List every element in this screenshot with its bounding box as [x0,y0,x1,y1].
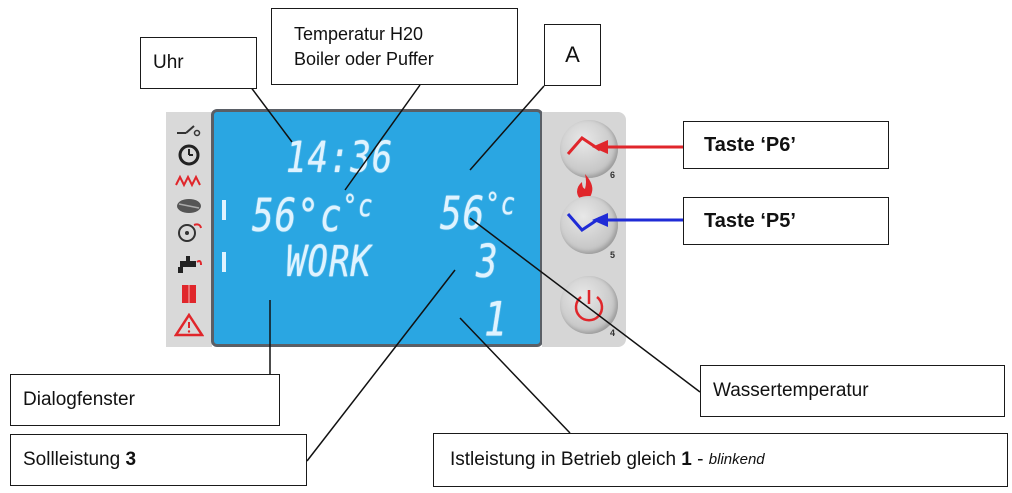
warning-triangle-icon [174,313,204,337]
chevron-up-icon [566,136,601,155]
label-istleistung-value: 1 [681,449,692,470]
label-taste-p6-text: Taste ‘P6’ [704,134,796,156]
switch-icon [177,125,201,137]
label-sollleistung: Sollleistung 3 [10,434,307,486]
label-taste-p6: Taste ‘P6’ [683,121,889,169]
label-dialogfenster: Dialogfenster [10,374,280,426]
lcd-segment-bar [222,252,226,272]
pump-tap-icon [178,256,202,273]
power-button[interactable] [560,276,618,334]
heating-zigzag-icon [175,174,201,188]
label-wassertemperatur-text: Wassertemperatur [713,380,869,401]
button-p6-number: 6 [610,170,616,180]
chevron-down-icon [566,213,601,232]
button-p5-number: 5 [610,250,616,260]
label-istleistung-note: blinkend [708,451,765,468]
label-dialogfenster-text: Dialogfenster [23,389,135,410]
button-p6[interactable] [560,120,618,178]
label-taste-p5: Taste ‘P5’ [683,197,889,245]
flame-icon [577,174,593,200]
label-sollleistung-text: Sollleistung [23,449,126,470]
button-p5[interactable] [560,196,618,254]
label-istleistung-text: Istleistung in Betrieb gleich [450,449,682,470]
lcd-water-temperature: 56°c [440,187,516,241]
clock-icon [178,144,200,166]
lcd-status-text: WORK [286,237,372,287]
label-sollleistung-value: 3 [125,449,137,470]
boiler-temp-value: 56°c [252,191,343,243]
label-uhr: Uhr [140,37,257,89]
lcd-boiler-temperature: 56°c°c [252,189,374,243]
fan-icon [178,223,202,242]
label-temperatur-line2: Boiler oder Puffer [294,48,434,69]
power-icon [574,290,604,322]
water-temp-unit: °c [485,186,517,222]
power-button-number: 4 [610,328,616,338]
pellet-bag-icon [182,285,196,303]
label-temperatur: Temperatur H20 Boiler oder Puffer [271,8,518,85]
label-taste-p5-text: Taste ‘P5’ [704,210,796,232]
lcd-segment-bar [222,200,226,220]
water-temp-value: 56 [440,189,486,241]
lcd-target-power: 3 [476,236,499,289]
boiler-temp-unit: °c [342,188,374,224]
lcd-actual-power: 1 [484,291,508,347]
label-a: A [544,24,601,86]
lcd-display: 14:36 56°c°c WORK 56°c 3 1 [211,109,543,347]
label-istleistung-separator: - [691,449,709,470]
label-uhr-text: Uhr [153,52,184,73]
label-istleistung: Istleistung in Betrieb gleich 1 - blinke… [433,433,1008,487]
label-wassertemperatur: Wassertemperatur [700,365,1005,417]
lcd-clock: 14:36 [286,133,394,183]
pellet-feeder-icon [177,199,201,213]
label-temperatur-line1: Temperatur H20 [294,23,424,44]
label-a-text: A [565,42,580,67]
